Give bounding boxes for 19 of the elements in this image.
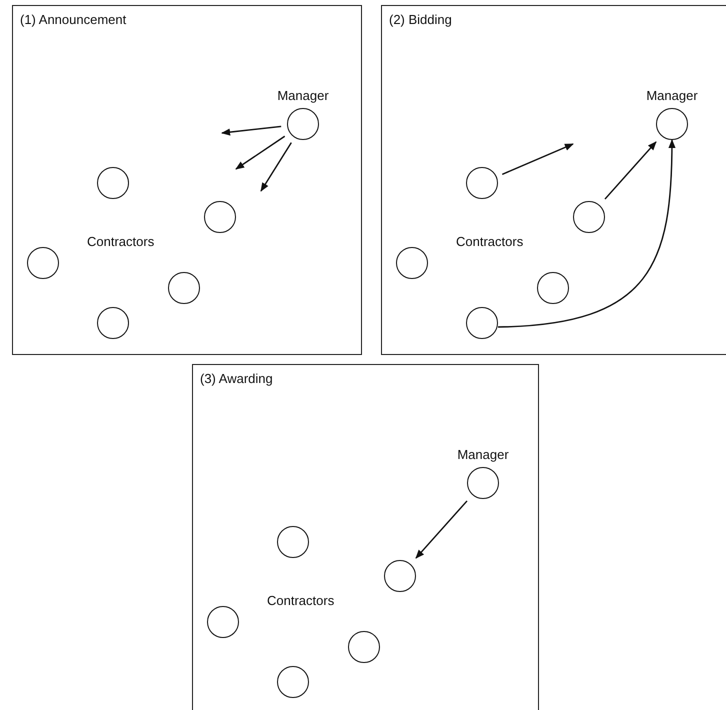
group-label: Contractors: [267, 593, 334, 608]
panel-frame: [192, 364, 539, 710]
panel-heading: (2) Bidding: [389, 12, 452, 27]
panel-frame: [381, 5, 726, 355]
group-label: Contractors: [456, 234, 524, 249]
panel-heading: (1) Announcement: [20, 12, 126, 27]
arrow: [415, 500, 468, 559]
arrow: [604, 141, 657, 200]
panel-frame: [12, 5, 362, 355]
arrow: [235, 136, 286, 170]
role-label: Manager: [457, 447, 509, 462]
group-label: Contractors: [87, 234, 154, 249]
arrow: [502, 143, 574, 175]
arrow: [221, 126, 282, 136]
panel-heading: (3) Awarding: [200, 371, 273, 386]
arrow: [260, 142, 292, 192]
role-label: Manager: [646, 88, 698, 103]
arrow: [498, 139, 676, 328]
role-label: Manager: [277, 88, 329, 103]
